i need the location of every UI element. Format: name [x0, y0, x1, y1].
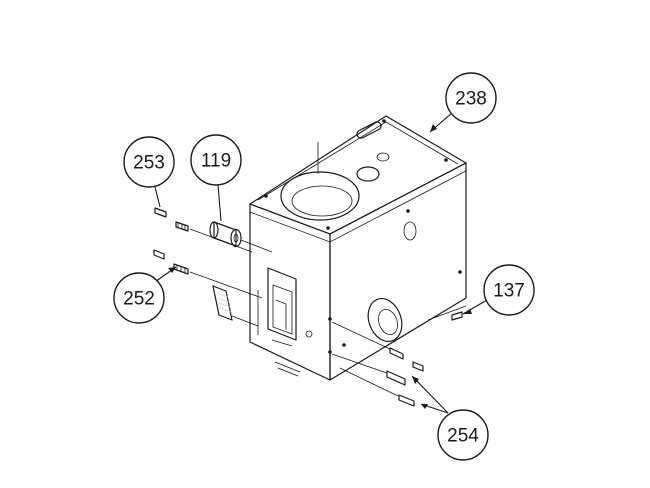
bushing-part-119 [209, 221, 242, 248]
callout-254-label: 254 [447, 426, 479, 447]
callout-137-label: 137 [493, 281, 525, 302]
housing-block [249, 115, 467, 381]
callout-137: 137 [483, 264, 535, 316]
callout-254: 254 [437, 409, 489, 461]
housing-side-bore [367, 298, 403, 342]
screw-part-137 [451, 311, 463, 321]
callout-238-label: 238 [455, 89, 487, 110]
spring-clip [212, 285, 233, 321]
housing-small-bore [356, 166, 380, 182]
callout-119-label: 119 [201, 151, 231, 172]
callout-119: 119 [190, 134, 242, 186]
housing-front-face [249, 203, 331, 381]
housing-top-slot [356, 121, 382, 139]
housing-front-window [267, 267, 297, 341]
callout-252: 252 [113, 272, 165, 324]
callout-238: 238 [445, 72, 497, 124]
housing-large-bore [280, 171, 360, 221]
callout-253: 253 [123, 136, 175, 188]
screw-part-253 [154, 207, 189, 232]
screw-part-254 [386, 347, 424, 407]
housing-top-face [249, 115, 467, 235]
callout-252-label: 252 [123, 289, 155, 310]
callout-253-label: 253 [133, 153, 165, 174]
